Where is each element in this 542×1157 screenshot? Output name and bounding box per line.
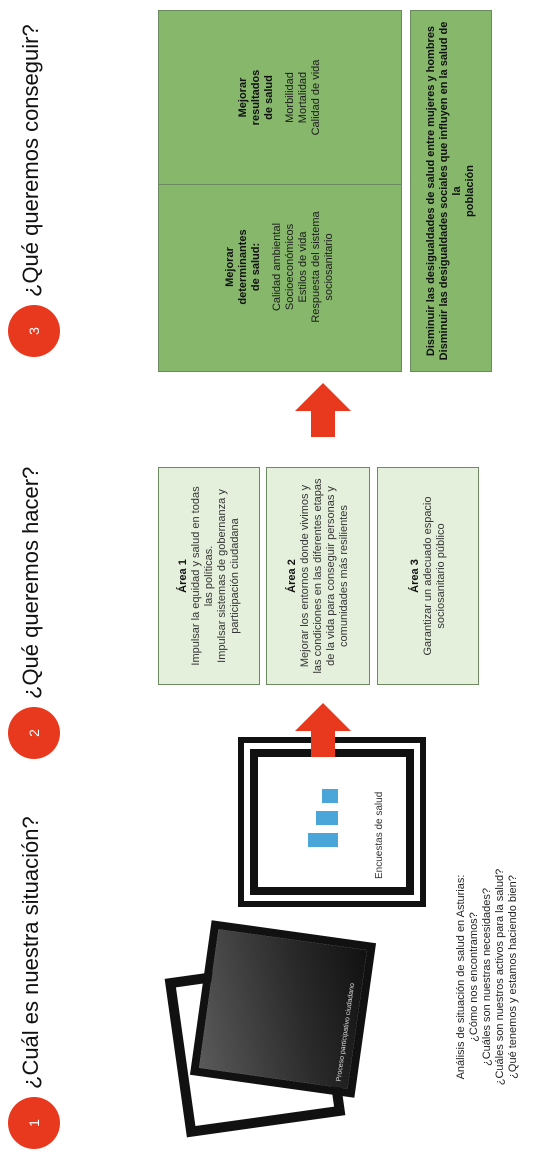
- determinant-item: Socioeconómicos: [284, 223, 296, 311]
- goal-line: Disminuir las desigualdades de salud ent…: [425, 25, 437, 357]
- area-text-line: Impulsar sistemas de gobernanza y: [215, 489, 228, 663]
- step-2-title: ¿Qué queremos hacer?: [18, 466, 43, 699]
- area-text-line: comunidades más resilientes: [337, 505, 350, 647]
- poster-label: Encuestas de salud: [374, 791, 385, 879]
- area-text-line: Mejorar los entornos donde vivimos y: [298, 484, 311, 668]
- caption-line: ¿Cómo nos encontramos?: [468, 912, 480, 1042]
- poster-bars: [298, 787, 338, 847]
- results-title-line: de salud: [263, 75, 275, 120]
- determinant-item: Respuesta del sistema: [310, 211, 322, 323]
- photo-caption: Proceso participativo ciudadano: [335, 982, 357, 1082]
- right-arrow-icon: [295, 703, 351, 757]
- determinants-title-line: Mejorar: [224, 247, 236, 287]
- area-2-box: Área 2 Mejorar los entornos donde vivimo…: [266, 467, 370, 685]
- area-1-box: Área 1 Impulsar la equidad y salud en to…: [158, 467, 260, 685]
- right-arrow-icon: [295, 383, 351, 437]
- area-text-line: Impulsar la equidad y salud en todas: [189, 486, 202, 666]
- results-title-line: resultados: [250, 69, 262, 126]
- caption-line: ¿Cuáles son nuestras necesidades?: [481, 888, 493, 1066]
- step-3-badge: 3: [8, 305, 60, 357]
- area-2-title: Área 2: [285, 559, 298, 593]
- health-survey-poster: Encuestas de salud: [250, 749, 414, 895]
- determinants-title-line: de salud:: [250, 242, 262, 292]
- area-3-title: Área 3: [408, 559, 421, 593]
- area-text-line: las políticas.: [202, 545, 215, 607]
- situation-caption: Análisis de situación de salud en Asturi…: [455, 827, 520, 1127]
- determinant-item: sociosanitario: [323, 233, 335, 301]
- determinants-title-line: determinantes: [237, 229, 249, 305]
- step-1-badge: 1: [8, 1097, 60, 1149]
- determinant-item: Estilos de vida: [297, 231, 309, 303]
- result-item: Morbilidad: [284, 72, 296, 123]
- goal-line: Disminuir las desigualdades sociales que…: [438, 21, 463, 361]
- step-3-title: ¿Qué queremos conseguir?: [18, 24, 43, 297]
- area-3-box: Área 3 Garantizar un adecuado espacio so…: [377, 467, 479, 685]
- caption-line: Análisis de situación de salud en Asturi…: [455, 874, 467, 1080]
- step-1-title: ¿Cuál es nuestra situación?: [18, 816, 43, 1089]
- caption-line: ¿Qué tenemos y estamos haciendo bien?: [507, 875, 519, 1079]
- goal-line: población: [464, 165, 476, 217]
- step-2-badge: 2: [8, 707, 60, 759]
- result-item: Calidad de vida: [310, 59, 322, 136]
- area-text-line: sociosanitario público: [434, 523, 447, 629]
- area-1-title: Área 1: [176, 559, 189, 593]
- area-text-line: de la vida para conseguir personas y: [324, 486, 337, 666]
- area-text-line: Garantizar un adecuado espacio: [421, 496, 434, 656]
- result-item: Mortalidad: [297, 71, 309, 124]
- results-title-line: Mejorar: [237, 77, 249, 118]
- determinant-item: Calidad ambiental: [271, 222, 283, 312]
- results-box: Mejorar resultados de salud Morbilidad M…: [158, 10, 402, 185]
- area-text-line: las condiciones en las diferentes etapas: [311, 478, 324, 674]
- caption-line: ¿Cuáles son nuestros activos para la sal…: [494, 868, 506, 1086]
- determinants-box: Mejorar determinantes de salud: Calidad …: [158, 162, 402, 372]
- goal-box: Disminuir las desigualdades de salud ent…: [410, 10, 492, 372]
- area-text-line: participación ciudadana: [228, 518, 241, 634]
- citizen-meeting-photo: Proceso participativo ciudadano: [189, 920, 377, 1098]
